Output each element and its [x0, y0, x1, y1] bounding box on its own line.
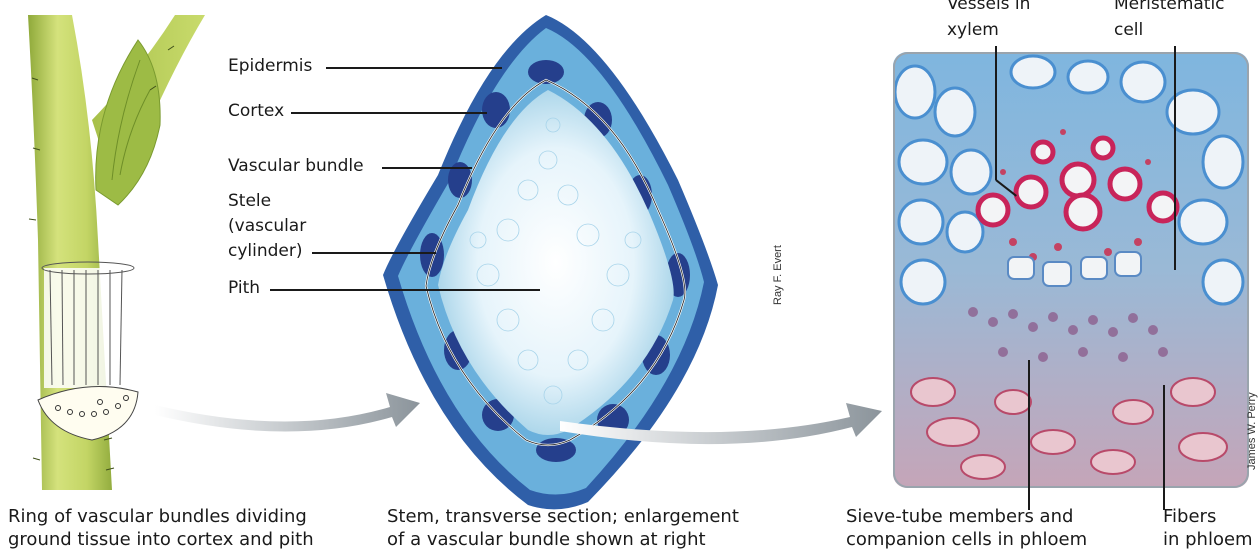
label-pith: Pith — [228, 278, 260, 299]
leader-vascular-bundle — [382, 167, 472, 169]
credit-right: James W. Perry — [1246, 392, 1258, 470]
label-vascular-bundle: Vascular bundle — [228, 156, 364, 177]
leader-stele — [312, 252, 436, 254]
arrow-middle-to-right — [560, 395, 900, 465]
caption-left-line1: Ring of vascular bundles dividing — [8, 505, 307, 528]
label-stele-line1: Stele — [228, 191, 271, 212]
label-meristematic-line2: cell — [1114, 20, 1143, 41]
label-cortex: Cortex — [228, 101, 284, 122]
label-vessels-line1: Vessels in — [947, 0, 1030, 15]
caption-middle-line2: of a vascular bundle shown at right — [387, 528, 706, 551]
label-sieve-line2: companion cells in phloem — [846, 528, 1087, 551]
leader-fibers — [1163, 385, 1165, 510]
label-vessels-line2: xylem — [947, 20, 999, 41]
leader-vessels — [995, 46, 997, 180]
label-epidermis: Epidermis — [228, 56, 312, 77]
leader-cortex — [291, 112, 487, 114]
label-fibers-line2: in phloem — [1163, 528, 1253, 551]
caption-left-line2: ground tissue into cortex and pith — [8, 528, 314, 551]
leader-pith — [270, 289, 540, 291]
leader-epidermis — [326, 67, 502, 69]
credit-middle: Ray F. Evert — [772, 245, 784, 305]
label-sieve-line1: Sieve-tube members and — [846, 505, 1073, 528]
label-fibers-line1: Fibers — [1163, 505, 1216, 528]
leader-sieve-tube — [1028, 360, 1030, 510]
label-stele-line3: cylinder) — [228, 241, 303, 262]
label-meristematic-line1: Meristematic — [1114, 0, 1225, 15]
caption-middle-line1: Stem, transverse section; enlargement — [387, 505, 739, 528]
label-stele-line2: (vascular — [228, 216, 306, 237]
vascular-bundle-micrograph — [893, 52, 1249, 488]
leader-meristematic — [1174, 46, 1176, 270]
